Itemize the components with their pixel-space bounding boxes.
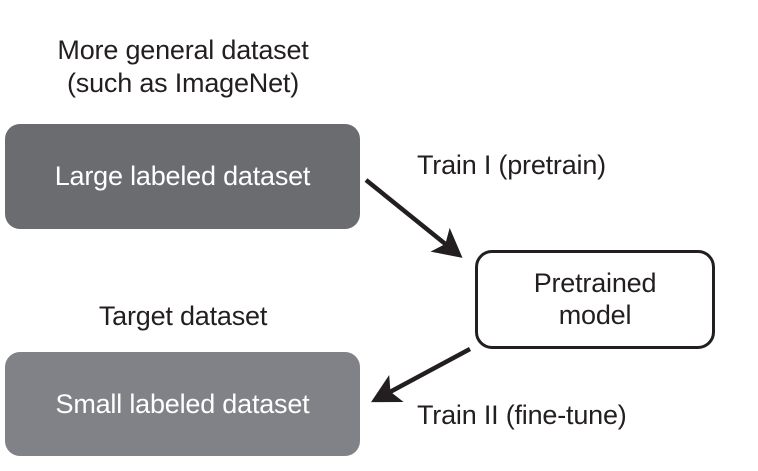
large-labeled-dataset-box: Large labeled dataset	[5, 124, 360, 229]
arrow-pretrain-icon	[364, 178, 463, 258]
pretrained-model-label: Pretrained model	[533, 267, 657, 330]
target-dataset-caption: Target dataset	[98, 301, 268, 331]
train-one-edge-label: Train I (pretrain)	[417, 150, 606, 180]
train-two-edge-label: Train II (fine-tune)	[417, 400, 627, 430]
source-dataset-caption: More general dataset (such as ImageNet)	[57, 35, 309, 98]
small-labeled-dataset-box: Small labeled dataset	[5, 352, 360, 456]
pretrained-model-box: Pretrained model	[475, 250, 715, 349]
arrow-finetune-icon	[371, 347, 472, 403]
small-labeled-dataset-label: Small labeled dataset	[55, 388, 310, 419]
large-labeled-dataset-label: Large labeled dataset	[54, 161, 311, 191]
